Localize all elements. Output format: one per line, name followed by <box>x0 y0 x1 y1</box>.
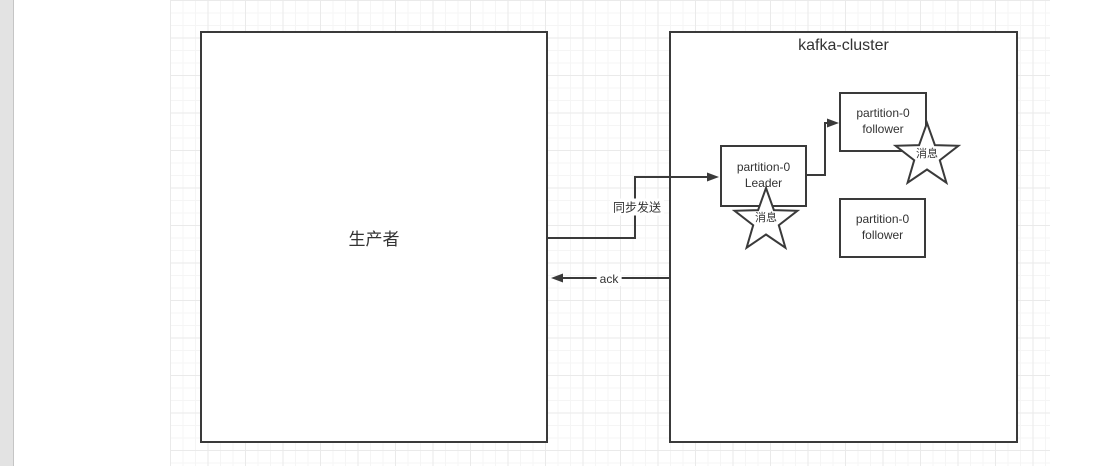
partition-follower-top-line1: partition-0 <box>856 106 910 121</box>
partition-follower-top-line2: follower <box>862 122 904 136</box>
message-label-follower: 消息 <box>916 148 938 160</box>
partition-leader-line2: Leader <box>744 176 783 190</box>
sync-send-label: 同步发送 <box>609 198 665 216</box>
ack-label: ack <box>596 272 622 286</box>
message-label-leader: 消息 <box>755 212 777 224</box>
producer-box: 生产者 <box>200 31 548 443</box>
window-gutter <box>0 0 14 466</box>
kafka-cluster-title: kafka-cluster <box>798 37 889 54</box>
partition-leader-line1: partition-0 <box>736 160 791 175</box>
producer-label: 生产者 <box>348 229 400 249</box>
partition-leader-box: partition-0 Leader <box>720 145 807 207</box>
partition-follower-bottom-line1: partition-0 <box>855 212 910 227</box>
partition-follower-bottom-line2: follower <box>861 228 904 242</box>
partition-follower-top-box: partition-0 follower <box>839 92 927 152</box>
partition-follower-bottom-box: partition-0 follower <box>839 198 926 258</box>
